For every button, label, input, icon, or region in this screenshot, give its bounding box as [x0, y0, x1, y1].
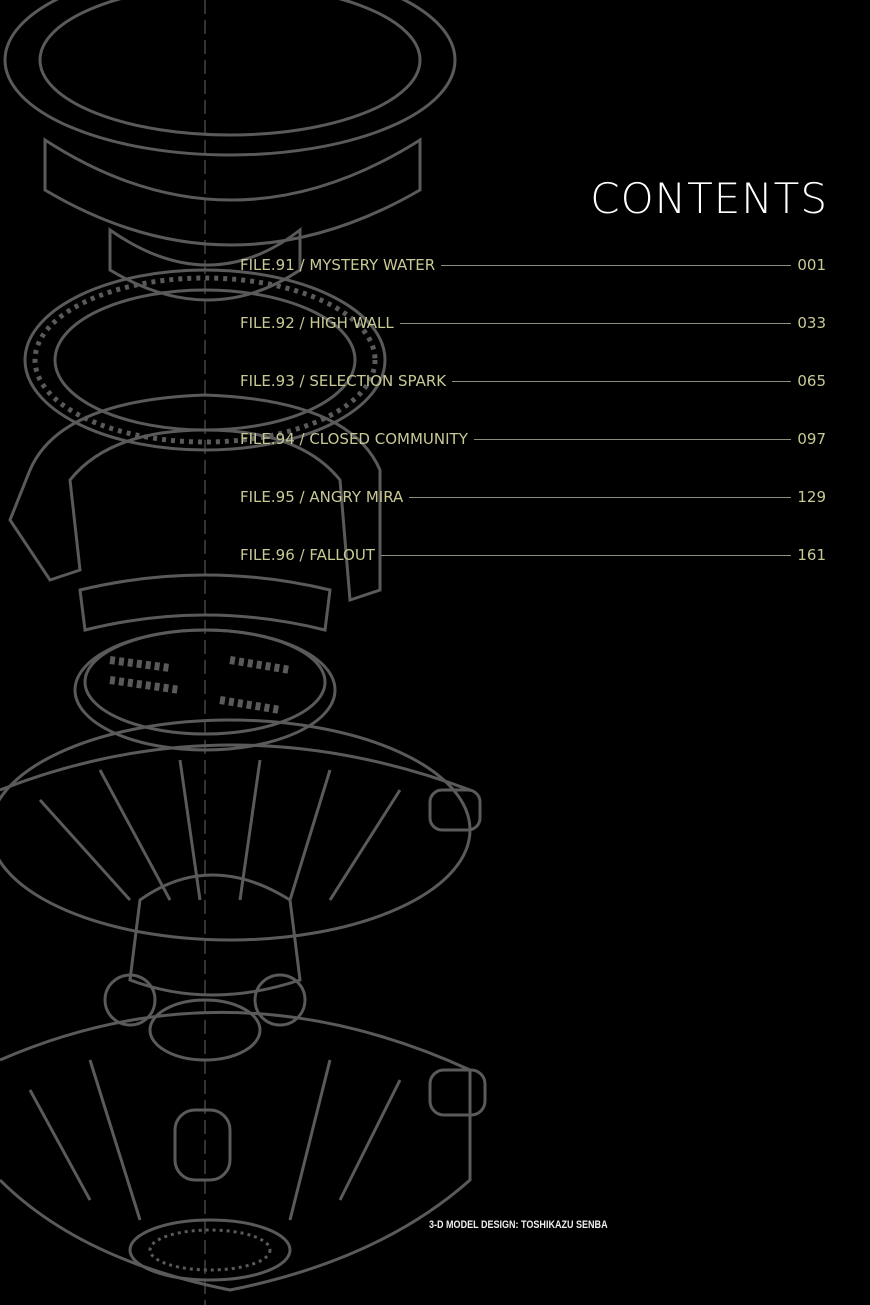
entry-page: 129	[797, 488, 826, 506]
page-title: CONTENTS	[590, 174, 828, 223]
table-of-contents: FILE.91 / MYSTERY WATER 001 FILE.92 / HIG…	[240, 255, 826, 603]
toc-entry[interactable]: FILE.95 / ANGRY MIRA 129	[240, 487, 826, 507]
toc-entry[interactable]: FILE.94 / CLOSED COMMUNITY 097	[240, 429, 826, 449]
entry-label: FILE.96 / FALLOUT	[240, 546, 375, 564]
entry-label: FILE.91 / MYSTERY WATER	[240, 256, 436, 274]
entry-label: FILE.94 / CLOSED COMMUNITY	[240, 430, 468, 448]
entry-label: FILE.92 / HIGH WALL	[240, 314, 394, 332]
entry-label: FILE.93 / SELECTION SPARK	[240, 372, 447, 390]
entry-page: 161	[797, 546, 826, 564]
toc-entry[interactable]: FILE.92 / HIGH WALL 033	[240, 313, 826, 333]
leader-line	[380, 554, 792, 556]
leader-line	[473, 438, 792, 440]
leader-line	[399, 322, 792, 324]
entry-page: 097	[797, 430, 826, 448]
entry-label: FILE.95 / ANGRY MIRA	[240, 488, 404, 506]
leader-line	[441, 264, 792, 266]
toc-entry[interactable]: FILE.93 / SELECTION SPARK 065	[240, 371, 826, 391]
entry-page: 001	[797, 256, 826, 274]
entry-page: 033	[797, 314, 826, 332]
toc-entry[interactable]: FILE.96 / FALLOUT 161	[240, 545, 826, 565]
leader-line	[409, 496, 792, 498]
entry-page: 065	[797, 372, 826, 390]
design-credit: 3-D MODEL DESIGN: TOSHIKAZU SENBA	[429, 1219, 608, 1231]
leader-line	[452, 380, 792, 382]
toc-entry[interactable]: FILE.91 / MYSTERY WATER 001	[240, 255, 826, 275]
